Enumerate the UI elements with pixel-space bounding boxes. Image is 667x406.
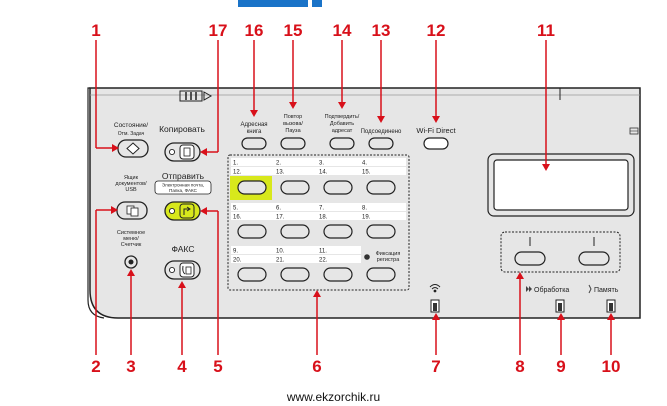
- footer-watermark: www.ekzorchik.ru: [286, 390, 381, 404]
- callout-10: 10: [601, 357, 621, 376]
- one-touch-label: 1.: [233, 161, 238, 167]
- memory-label: Память: [594, 287, 619, 294]
- one-touch-row-1-labels: 1. 2. 3. 4. 12. 13. 14. 15.: [233, 161, 371, 176]
- one-touch-label: 11.: [319, 249, 327, 255]
- one-touch-label: 2.: [276, 161, 281, 167]
- copy-label: Копировать: [159, 124, 205, 134]
- redial-pause-button[interactable]: [280, 137, 306, 150]
- system-menu-label-2: меню/: [123, 236, 139, 242]
- callout-2: 2: [91, 357, 101, 376]
- callout-4: 4: [177, 357, 187, 376]
- copy-icon: [179, 144, 195, 160]
- one-touch-label: 13.: [276, 170, 285, 176]
- one-touch-label: 5.: [233, 206, 238, 212]
- one-touch-key-2[interactable]: [280, 180, 310, 195]
- one-touch-label: 10.: [276, 249, 285, 255]
- one-touch-row-3-labels: 9. 10. 11. 20. 21. 22.: [233, 249, 328, 264]
- one-touch-label: 14.: [319, 170, 328, 176]
- address-book-button[interactable]: [241, 137, 267, 150]
- send-sublabel-1: Электронная почта,: [162, 183, 204, 188]
- status-label-2: Отм. Задач: [118, 131, 145, 137]
- document-box-label-1: Ящик: [124, 175, 139, 181]
- system-menu-label-3: Счетчик: [121, 242, 142, 248]
- wifi-icon: [429, 284, 441, 293]
- redial-label-2: вызова/: [283, 121, 303, 127]
- confirm-label-1: Подтвердить/: [325, 114, 360, 120]
- one-touch-label: 16.: [233, 215, 242, 221]
- one-touch-label: 7.: [319, 206, 324, 212]
- shift-lock-label-2: регистра: [377, 257, 401, 263]
- one-touch-label: 3.: [319, 161, 324, 167]
- wifi-direct-button[interactable]: [423, 137, 449, 150]
- system-menu-label-1: Системное: [117, 230, 145, 236]
- redial-label-3: Пауза: [285, 128, 301, 134]
- one-touch-key-1[interactable]: [237, 180, 267, 195]
- send-label: Отправить: [162, 171, 205, 181]
- callout-12: 12: [426, 21, 446, 40]
- callout-17: 17: [208, 21, 228, 40]
- wifi-direct-label: Wi-Fi Direct: [416, 126, 456, 135]
- one-touch-label: 15.: [362, 170, 371, 176]
- one-touch-key-7[interactable]: [323, 224, 353, 239]
- one-touch-label: 18.: [319, 215, 328, 221]
- one-touch-label: 4.: [362, 161, 367, 167]
- document-box-label-3: USB: [125, 187, 137, 193]
- callout-5: 5: [213, 357, 223, 376]
- callout-6: 6: [312, 357, 322, 376]
- leader-lines: [95, 40, 615, 355]
- processing-label: Обработка: [534, 286, 569, 294]
- one-touch-key-8[interactable]: [366, 224, 396, 239]
- one-touch-key-9[interactable]: [237, 267, 267, 282]
- callout-9: 9: [556, 357, 566, 376]
- one-touch-label: 8.: [362, 206, 367, 212]
- one-touch-label: 6.: [276, 206, 281, 212]
- one-touch-label: 20.: [233, 258, 242, 264]
- one-touch-label: 9.: [233, 249, 238, 255]
- title-fragment: [238, 0, 308, 7]
- right-select-button[interactable]: [578, 251, 610, 266]
- one-touch-label: 19.: [362, 215, 371, 221]
- processing-icon: [526, 286, 532, 292]
- one-touch-label: 22.: [319, 258, 328, 264]
- callout-3: 3: [126, 357, 136, 376]
- one-touch-row-2-labels: 5. 6. 7. 8. 16. 17. 18. 19.: [233, 206, 371, 221]
- callout-1: 1: [91, 21, 101, 40]
- confirm-add-destination-button[interactable]: [329, 137, 355, 150]
- address-book-label-1: Адресная: [240, 122, 267, 128]
- callout-11: 11: [537, 21, 555, 40]
- status-label-1: Состояние/: [114, 122, 148, 129]
- one-touch-key-4[interactable]: [366, 180, 396, 195]
- send-sublabel-2: Папка, ФАКС: [169, 188, 198, 193]
- on-hook-label: Подсоединено: [361, 129, 402, 135]
- left-select-button[interactable]: [514, 251, 546, 266]
- shift-lock-button[interactable]: [366, 267, 396, 282]
- callout-14: 14: [332, 21, 352, 40]
- one-touch-key-3[interactable]: [323, 180, 353, 195]
- on-hook-button[interactable]: [368, 137, 394, 150]
- memory-icon: [588, 284, 592, 294]
- confirm-label-2: Добавить: [330, 121, 354, 127]
- one-touch-label: 12.: [233, 170, 242, 176]
- callout-7: 7: [431, 357, 441, 376]
- one-touch-label: 21.: [276, 258, 285, 264]
- one-touch-key-6[interactable]: [280, 224, 310, 239]
- fax-icon: [179, 262, 195, 278]
- address-book-label-2: книга: [247, 129, 262, 135]
- callout-13: 13: [371, 21, 391, 40]
- callout-15: 15: [283, 21, 303, 40]
- callout-16: 16: [244, 21, 264, 40]
- fax-label: ФАКС: [172, 244, 195, 254]
- one-touch-label: 17.: [276, 215, 285, 221]
- one-touch-key-5[interactable]: [237, 224, 267, 239]
- message-display: [493, 159, 629, 211]
- one-touch-key-11[interactable]: [323, 267, 353, 282]
- redial-label-1: Повтор: [284, 114, 302, 120]
- callout-8: 8: [515, 357, 525, 376]
- one-touch-key-10[interactable]: [280, 267, 310, 282]
- shift-lock-label-1: Фиксация: [376, 251, 401, 257]
- confirm-label-3: адресат: [332, 128, 353, 134]
- shift-lock-indicator: [364, 254, 370, 260]
- document-box-label-2: документов/: [115, 181, 147, 187]
